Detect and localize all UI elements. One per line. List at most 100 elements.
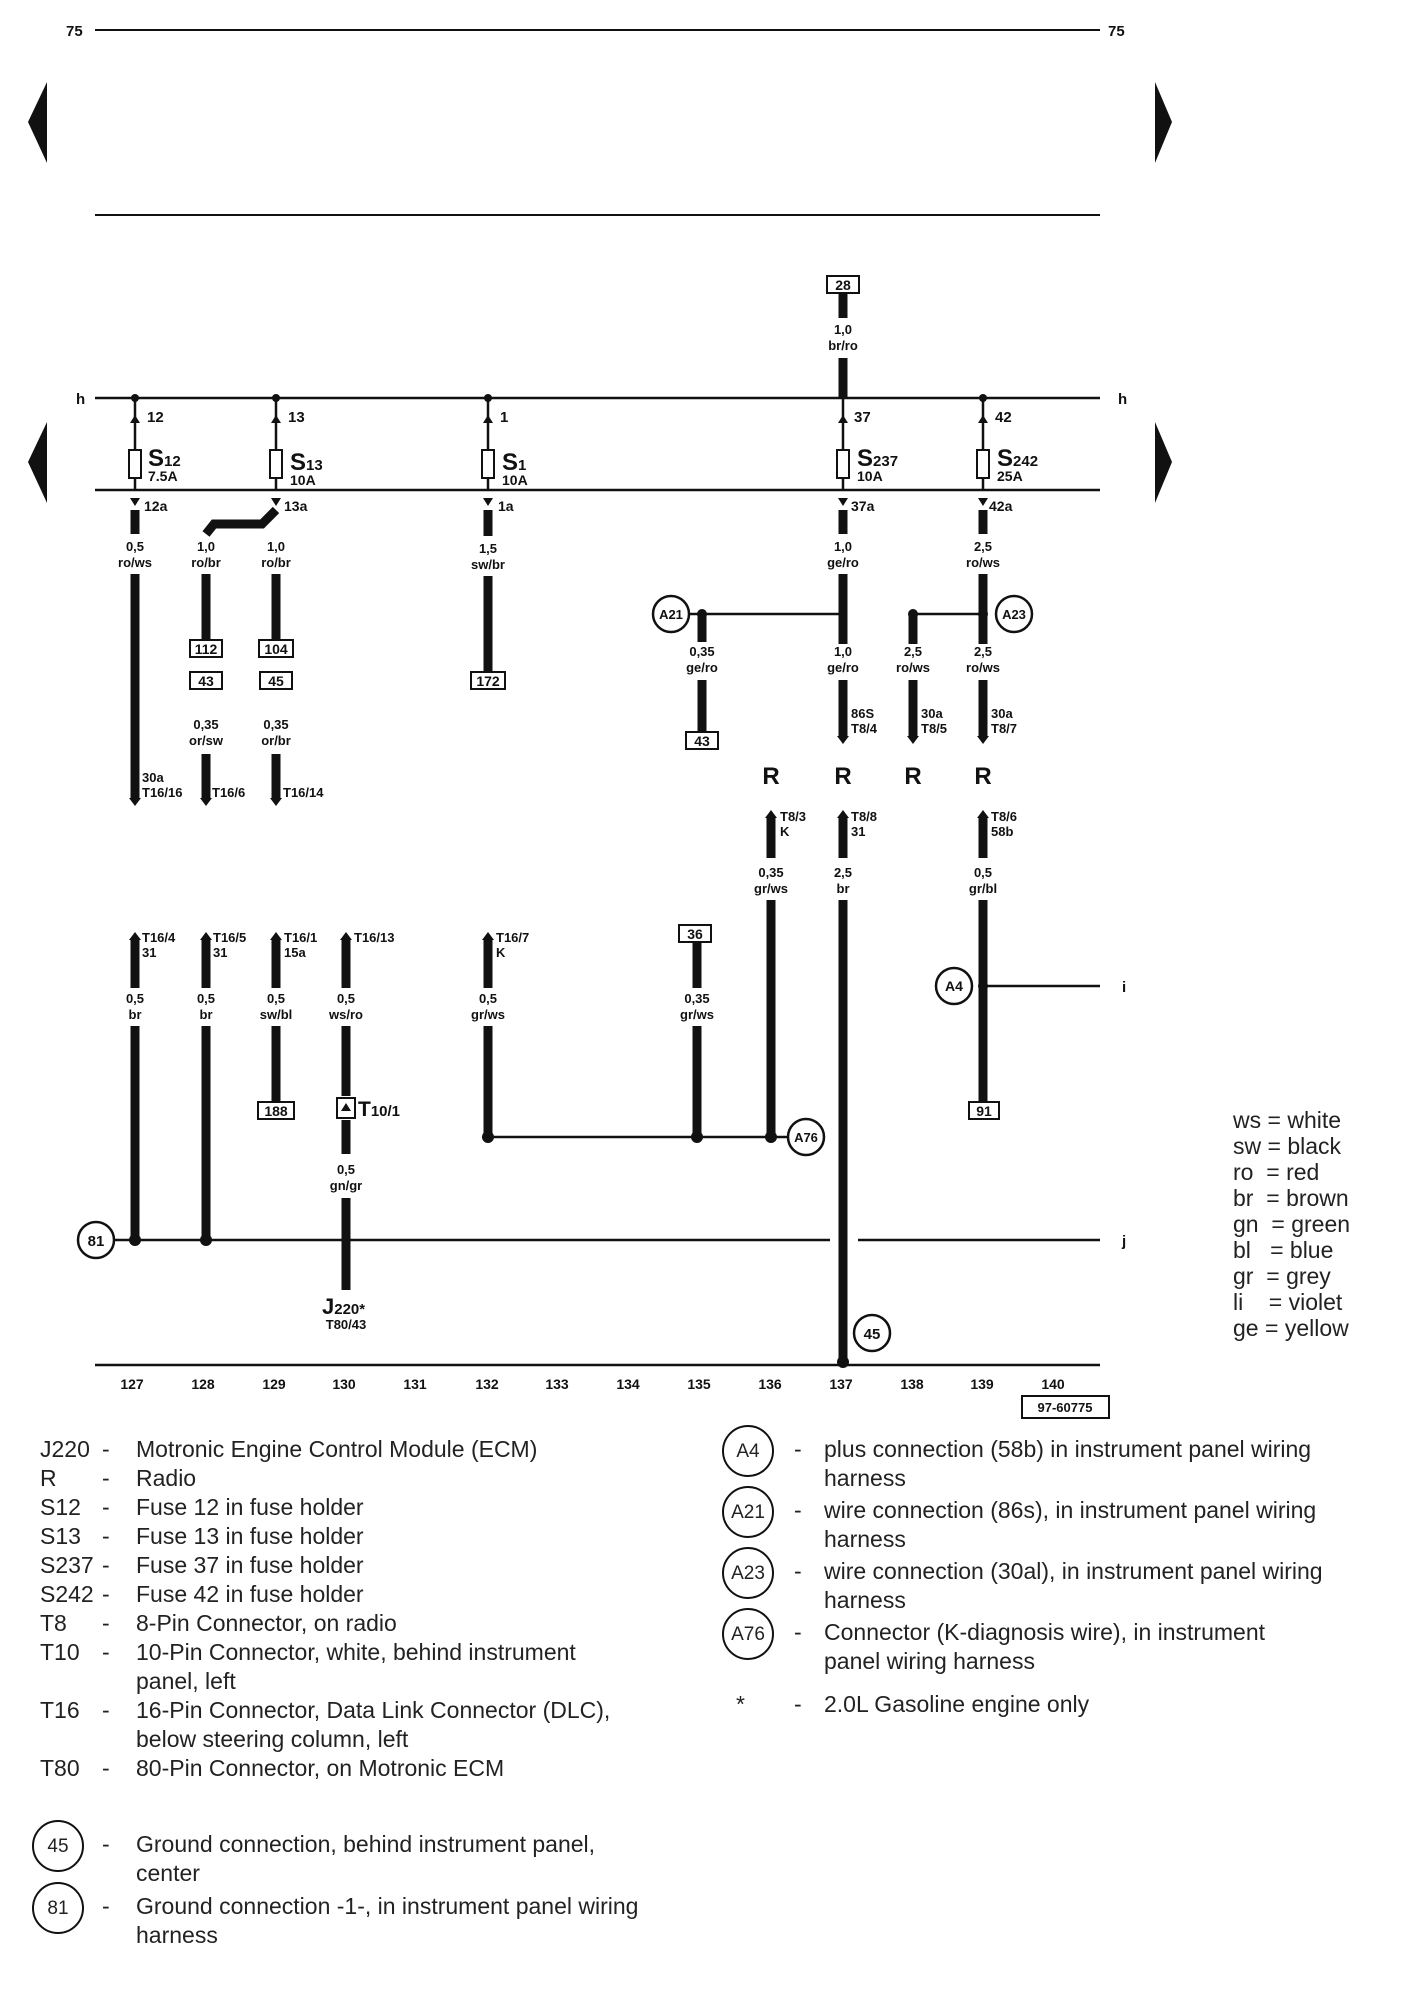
svg-text:134: 134 bbox=[616, 1376, 640, 1392]
fuse-s237-in-pin: 37 bbox=[854, 409, 871, 426]
color-key-entry: br = brown bbox=[1233, 1185, 1349, 1211]
next-page-arrow-top[interactable] bbox=[1155, 82, 1172, 163]
t8-5-pin bbox=[907, 736, 919, 744]
wire-128-jumper bbox=[202, 506, 280, 537]
legend-item: J220-Motronic Engine Control Module (ECM… bbox=[40, 1436, 538, 1462]
svg-text:135: 135 bbox=[687, 1376, 711, 1392]
ref-box-91 bbox=[968, 1101, 1000, 1120]
fuse-s237-out-pin: 37a bbox=[851, 498, 875, 514]
svg-text:0,5: 0,5 bbox=[126, 539, 144, 554]
ref-box-43-b bbox=[685, 731, 719, 750]
wire-135-color: ge/ro bbox=[686, 660, 718, 675]
svg-text:1,0: 1,0 bbox=[267, 539, 285, 554]
svg-text:gr/ws: gr/ws bbox=[471, 1007, 505, 1022]
fuse-s13: 13 S13 10A 13a bbox=[269, 394, 323, 514]
legend-item: S242-Fuse 42 in fuse holder bbox=[40, 1581, 364, 1607]
wire-labels-upper: 0,5ro/ws 1,0ro/br 1,0ro/br 1,5sw/br 1,0g… bbox=[118, 539, 1000, 572]
legend-item: A23 - wire connection (30al), in instrum… bbox=[722, 1547, 1362, 1618]
legend-item: 81 - Ground connection -1-, in instrumen… bbox=[32, 1882, 662, 1950]
t8-7-pin bbox=[977, 736, 989, 744]
svg-text:ro/ws: ro/ws bbox=[118, 555, 152, 570]
ref-172-label: 172 bbox=[476, 673, 500, 689]
color-key-entry: bl = blue bbox=[1233, 1237, 1334, 1263]
legend-item: T16-16-Pin Connector, Data Link Connecto… bbox=[40, 1697, 611, 1752]
legend-item: S237-Fuse 37 in fuse holder bbox=[40, 1552, 364, 1578]
svg-text:128: 128 bbox=[191, 1376, 215, 1392]
drawing-id-box bbox=[1021, 1395, 1110, 1419]
svg-text:R: R bbox=[974, 763, 991, 790]
ref-36-label: 36 bbox=[687, 926, 703, 942]
svg-text:0,35: 0,35 bbox=[684, 991, 709, 1006]
t16-14-label: T16/14 bbox=[283, 785, 324, 800]
wire-130b-size: 0,5 bbox=[337, 1162, 355, 1177]
fuse-s242: 42 S242 25A 42a bbox=[976, 394, 1038, 514]
ref-box-104 bbox=[258, 639, 294, 658]
rail-label-i: i bbox=[1122, 979, 1126, 996]
wire-136-size: 0,35 bbox=[758, 865, 783, 880]
wire-139b-size: 2,5 bbox=[974, 644, 992, 659]
fuse-s1-label: S1 bbox=[502, 449, 526, 476]
fuse-s13-rating: 10A bbox=[290, 472, 316, 488]
svg-text:139: 139 bbox=[970, 1376, 994, 1392]
wire-28-size: 1,0 bbox=[834, 322, 852, 337]
wire-137b-size: 1,0 bbox=[834, 644, 852, 659]
fuse-s12-out-pin: 12a bbox=[144, 498, 168, 514]
legend-item: A4 - plus connection (58b) in instrument… bbox=[722, 1425, 1362, 1496]
fuse-s12: 12 S12 7.5A 12a bbox=[128, 394, 181, 514]
t8-6-pin bbox=[977, 810, 989, 818]
t10-1-label: T10/1 bbox=[358, 1098, 400, 1121]
wire-128b-size: 0,35 bbox=[193, 717, 218, 732]
fuse-s1-in-pin: 1 bbox=[500, 409, 508, 426]
fuse-s237: 37 S237 10A 37a bbox=[836, 398, 898, 514]
fuse-output-arrows bbox=[130, 498, 988, 506]
svg-text:136: 136 bbox=[758, 1376, 782, 1392]
wire-137c-size: 2,5 bbox=[834, 865, 852, 880]
node-j-127 bbox=[129, 1234, 141, 1246]
ref-box-188 bbox=[257, 1101, 295, 1120]
connector-a4-legend-icon: A4 bbox=[722, 1425, 774, 1477]
connector-a4-label: A4 bbox=[945, 978, 963, 994]
fuse-s12-rating: 7.5A bbox=[148, 468, 178, 484]
wire-139b-color: ro/ws bbox=[966, 660, 1000, 675]
wire-labels-lower: 0,5br 0,5br 0,5sw/bl 0,5ws/ro 0,5gr/ws 0… bbox=[126, 991, 714, 1022]
svg-text:138: 138 bbox=[900, 1376, 924, 1392]
wire-136-color: gr/ws bbox=[754, 881, 788, 896]
ref-43-b-label: 43 bbox=[694, 733, 710, 749]
legend-item: 45 - Ground connection, behind instrumen… bbox=[32, 1820, 662, 1892]
t16-13-label: T16/13 bbox=[354, 930, 394, 945]
ground-81-label: 81 bbox=[88, 1233, 105, 1250]
wire-128b-color: or/sw bbox=[189, 733, 224, 748]
ref-104-label: 104 bbox=[264, 641, 288, 657]
svg-text:ro/br: ro/br bbox=[261, 555, 291, 570]
t16-7-pin bbox=[482, 932, 494, 940]
prev-page-arrow-top[interactable] bbox=[28, 82, 47, 163]
wire-139c-size: 0,5 bbox=[974, 865, 992, 880]
page-number-right: 75 bbox=[1108, 23, 1125, 40]
connector-a23-label: A23 bbox=[1002, 607, 1026, 622]
color-key-entry: gr = grey bbox=[1233, 1263, 1331, 1289]
wire-139c-color: gr/bl bbox=[969, 881, 997, 896]
rail-label-h-right: h bbox=[1118, 391, 1127, 408]
node-ground-137 bbox=[837, 1356, 849, 1368]
svg-text:140: 140 bbox=[1041, 1376, 1065, 1392]
prev-page-arrow-mid[interactable] bbox=[28, 422, 47, 503]
node-a4 bbox=[978, 981, 988, 991]
connector-a76-icon bbox=[786, 1117, 826, 1157]
drawing-id-label: 97-60775 bbox=[1038, 1400, 1093, 1415]
t16-4-pin bbox=[129, 932, 141, 940]
legend-components: J220-Motronic Engine Control Module (ECM… bbox=[40, 1435, 670, 1783]
connector-a21-legend-icon: A21 bbox=[722, 1486, 774, 1538]
svg-text:137: 137 bbox=[829, 1376, 853, 1392]
wire-137c-color: br bbox=[837, 881, 850, 896]
ref-91-label: 91 bbox=[976, 1103, 992, 1119]
fuse-s13-in-pin: 13 bbox=[288, 409, 305, 426]
lower-wire-stubs bbox=[130, 940, 702, 988]
svg-text:ge/ro: ge/ro bbox=[827, 555, 859, 570]
next-page-arrow-mid[interactable] bbox=[1155, 422, 1172, 503]
svg-text:131: 131 bbox=[403, 1376, 427, 1392]
wire-130b-color: gn/gr bbox=[330, 1178, 363, 1193]
ground-45-icon bbox=[852, 1313, 892, 1353]
t16-14-pin bbox=[270, 798, 282, 806]
